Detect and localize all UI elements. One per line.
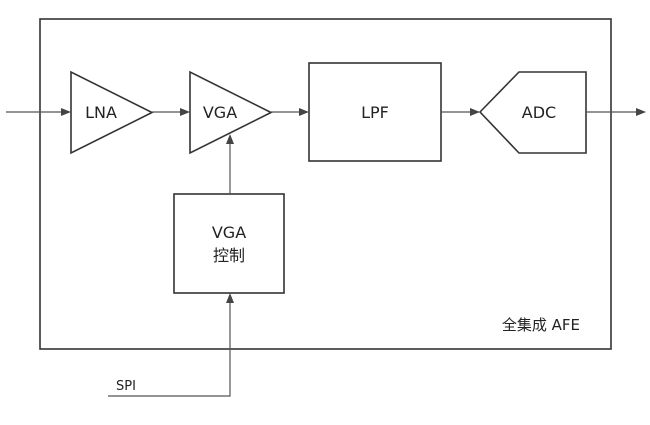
lpf-label: LPF [361, 103, 389, 122]
vga-amplifier: VGA [189, 70, 273, 155]
control-to-vga-wire [226, 134, 234, 194]
spi-label: SPI [116, 379, 136, 394]
vga-control-label-line1: VGA [212, 223, 246, 242]
signal-input-wire [6, 108, 71, 116]
adc-converter: ADC [478, 71, 587, 154]
spi-input-wire [108, 293, 234, 397]
lpf-filter: LPF [308, 62, 442, 162]
lna-to-vga-wire [152, 108, 190, 116]
afe-enclosure-label: 全集成 AFE [502, 316, 580, 334]
signal-output-wire [586, 108, 646, 116]
afe-enclosure [39, 18, 612, 350]
vga-control-label-line2: 控制 [213, 246, 245, 265]
vga-label: VGA [203, 103, 237, 122]
lpf-to-adc-wire [441, 108, 480, 116]
lna-label: LNA [85, 103, 117, 122]
adc-label: ADC [522, 103, 556, 122]
lna-amplifier: LNA [70, 70, 154, 155]
vga-to-lpf-wire [271, 108, 309, 116]
vga-control-block: VGA 控制 [173, 193, 285, 294]
